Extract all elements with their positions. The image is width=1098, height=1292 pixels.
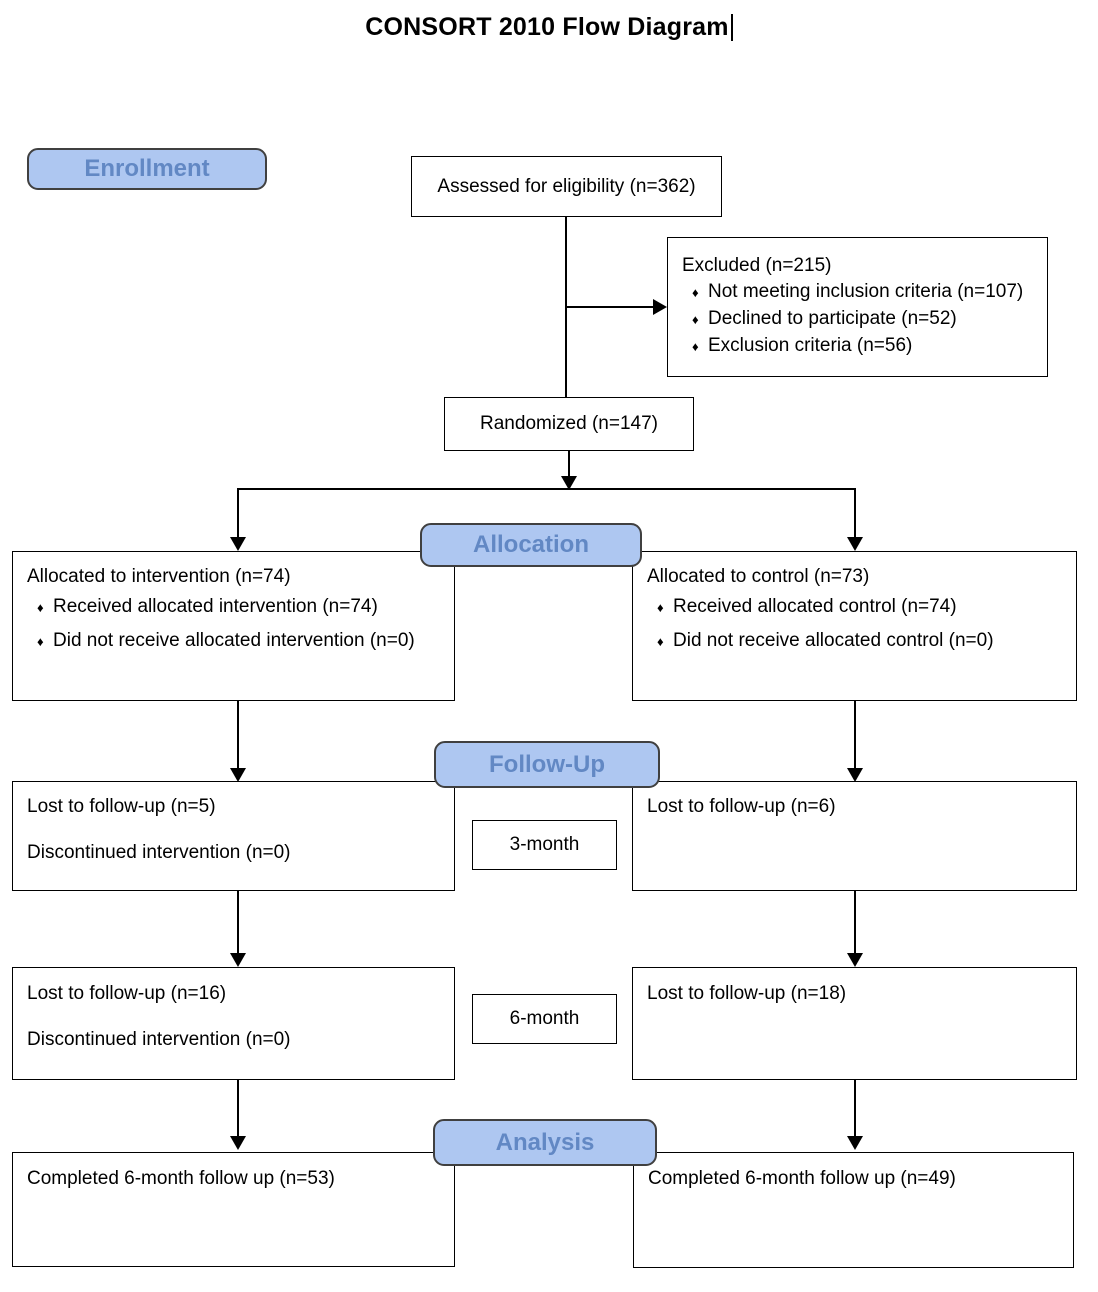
box-randomized[interactable]: Randomized (n=147)	[444, 397, 694, 451]
connector-control-analysis	[854, 1080, 856, 1136]
box-allocated-intervention-bullet-2: ♦ Did not receive allocated intervention…	[27, 628, 440, 655]
box-analysis-intervention-text: Completed 6-month follow up (n=53)	[27, 1168, 335, 1189]
diamond-bullet-icon: ♦	[692, 339, 699, 354]
box-excluded-bullet-2-text: Declined to participate (n=52)	[708, 308, 957, 329]
stage-followup[interactable]: Follow-Up	[434, 741, 660, 788]
stage-enrollment-label: Enrollment	[84, 155, 210, 182]
box-followup-6month-intervention[interactable]: Lost to follow-up (n=16) Discontinued in…	[12, 967, 455, 1080]
box-allocated-control[interactable]: Allocated to control (n=73) ♦ Received a…	[632, 551, 1077, 701]
arrowhead-followup6-right-icon	[847, 953, 863, 967]
diamond-bullet-icon: ♦	[657, 600, 664, 615]
box-allocated-control-bullet-1-text: Received allocated control (n=74)	[673, 596, 957, 617]
box-timepoint-6month-text: 6-month	[509, 1008, 580, 1029]
page-title[interactable]: CONSORT 2010 Flow Diagram	[0, 13, 1098, 42]
box-timepoint-3month-text: 3-month	[509, 834, 580, 855]
box-assessed[interactable]: Assessed for eligibility (n=362)	[411, 156, 722, 217]
box-followup-3month-intervention-line2: Discontinued intervention (n=0)	[27, 842, 291, 863]
stage-allocation[interactable]: Allocation	[420, 523, 642, 567]
box-followup-3month-control[interactable]: Lost to follow-up (n=6)	[632, 781, 1077, 891]
box-followup-3month-control-line1: Lost to follow-up (n=6)	[647, 796, 836, 817]
diamond-bullet-icon: ♦	[37, 634, 44, 649]
box-assessed-text: Assessed for eligibility (n=362)	[437, 175, 696, 197]
stage-followup-label: Follow-Up	[489, 750, 605, 778]
connector-intervention-analysis	[237, 1080, 239, 1136]
connector-randomized-branch	[568, 451, 570, 477]
box-analysis-control-text: Completed 6-month follow up (n=49)	[648, 1168, 956, 1189]
box-allocated-intervention-bullet-1: ♦ Received allocated intervention (n=74)	[27, 594, 440, 621]
box-allocated-intervention-bullet-1-text: Received allocated intervention (n=74)	[53, 596, 378, 617]
arrowhead-excluded-icon	[653, 299, 667, 315]
branch-bar	[237, 488, 856, 490]
arrowhead-allocation-left-icon	[230, 537, 246, 551]
stage-enrollment[interactable]: Enrollment	[27, 148, 267, 190]
connector-branch-control	[854, 488, 856, 537]
connector-branch-intervention	[237, 488, 239, 537]
box-analysis-intervention[interactable]: Completed 6-month follow up (n=53)	[12, 1152, 455, 1267]
connector-intervention-followup6	[237, 891, 239, 953]
box-followup-3month-intervention-line1: Lost to follow-up (n=5)	[27, 796, 216, 817]
stage-allocation-label: Allocation	[472, 531, 589, 558]
box-allocated-control-bullet-2: ♦ Did not receive allocated control (n=0…	[647, 628, 1062, 655]
box-allocated-intervention-title: Allocated to intervention (n=74)	[27, 566, 291, 587]
box-allocated-intervention-bullet-2-text: Did not receive allocated intervention (…	[53, 630, 415, 651]
connector-excluded-line	[566, 306, 653, 308]
diamond-bullet-icon: ♦	[657, 634, 664, 649]
box-followup-6month-control-line1: Lost to follow-up (n=18)	[647, 983, 847, 1004]
box-excluded-bullet-1: ♦ Not meeting inclusion criteria (n=107)	[682, 279, 1033, 306]
box-randomized-text: Randomized (n=147)	[480, 413, 658, 434]
stage-analysis[interactable]: Analysis	[433, 1119, 657, 1166]
arrowhead-allocation-right-icon	[847, 537, 863, 551]
box-allocated-control-bullet-1: ♦ Received allocated control (n=74)	[647, 594, 1062, 621]
diamond-bullet-icon: ♦	[692, 312, 699, 327]
box-followup-6month-intervention-line2: Discontinued intervention (n=0)	[27, 1029, 291, 1050]
box-excluded-title: Excluded (n=215)	[682, 255, 832, 276]
box-timepoint-6month[interactable]: 6-month	[472, 994, 617, 1044]
box-followup-6month-control[interactable]: Lost to follow-up (n=18)	[632, 967, 1077, 1080]
connector-control-followup3	[854, 701, 856, 768]
arrowhead-analysis-right-icon	[847, 1136, 863, 1150]
arrowhead-followup6-left-icon	[230, 953, 246, 967]
arrowhead-randomized-icon	[561, 476, 577, 490]
connector-control-followup6	[854, 891, 856, 953]
box-allocated-control-bullet-2-text: Did not receive allocated control (n=0)	[673, 630, 994, 651]
box-followup-3month-intervention[interactable]: Lost to follow-up (n=5) Discontinued int…	[12, 781, 455, 891]
stage-analysis-label: Analysis	[495, 1128, 595, 1156]
diamond-bullet-icon: ♦	[692, 285, 699, 300]
text-cursor	[730, 14, 733, 41]
box-excluded[interactable]: Excluded (n=215) ♦ Not meeting inclusion…	[667, 237, 1048, 377]
page-title-text: CONSORT 2010 Flow Diagram	[365, 13, 729, 41]
connector-intervention-followup3	[237, 701, 239, 768]
arrowhead-followup3-right-icon	[847, 768, 863, 782]
box-excluded-bullet-2: ♦ Declined to participate (n=52)	[682, 306, 1033, 333]
box-timepoint-3month[interactable]: 3-month	[472, 820, 617, 870]
box-excluded-bullet-3-text: Exclusion criteria (n=56)	[708, 335, 913, 356]
box-excluded-bullet-3: ♦ Exclusion criteria (n=56)	[682, 333, 1033, 360]
diamond-bullet-icon: ♦	[37, 600, 44, 615]
box-excluded-bullet-1-text: Not meeting inclusion criteria (n=107)	[708, 281, 1024, 302]
arrowhead-followup3-left-icon	[230, 768, 246, 782]
box-followup-6month-intervention-line1: Lost to follow-up (n=16)	[27, 983, 227, 1004]
box-analysis-control[interactable]: Completed 6-month follow up (n=49)	[633, 1152, 1074, 1268]
arrowhead-analysis-left-icon	[230, 1136, 246, 1150]
box-allocated-intervention[interactable]: Allocated to intervention (n=74) ♦ Recei…	[12, 551, 455, 701]
box-allocated-control-title: Allocated to control (n=73)	[647, 566, 870, 587]
